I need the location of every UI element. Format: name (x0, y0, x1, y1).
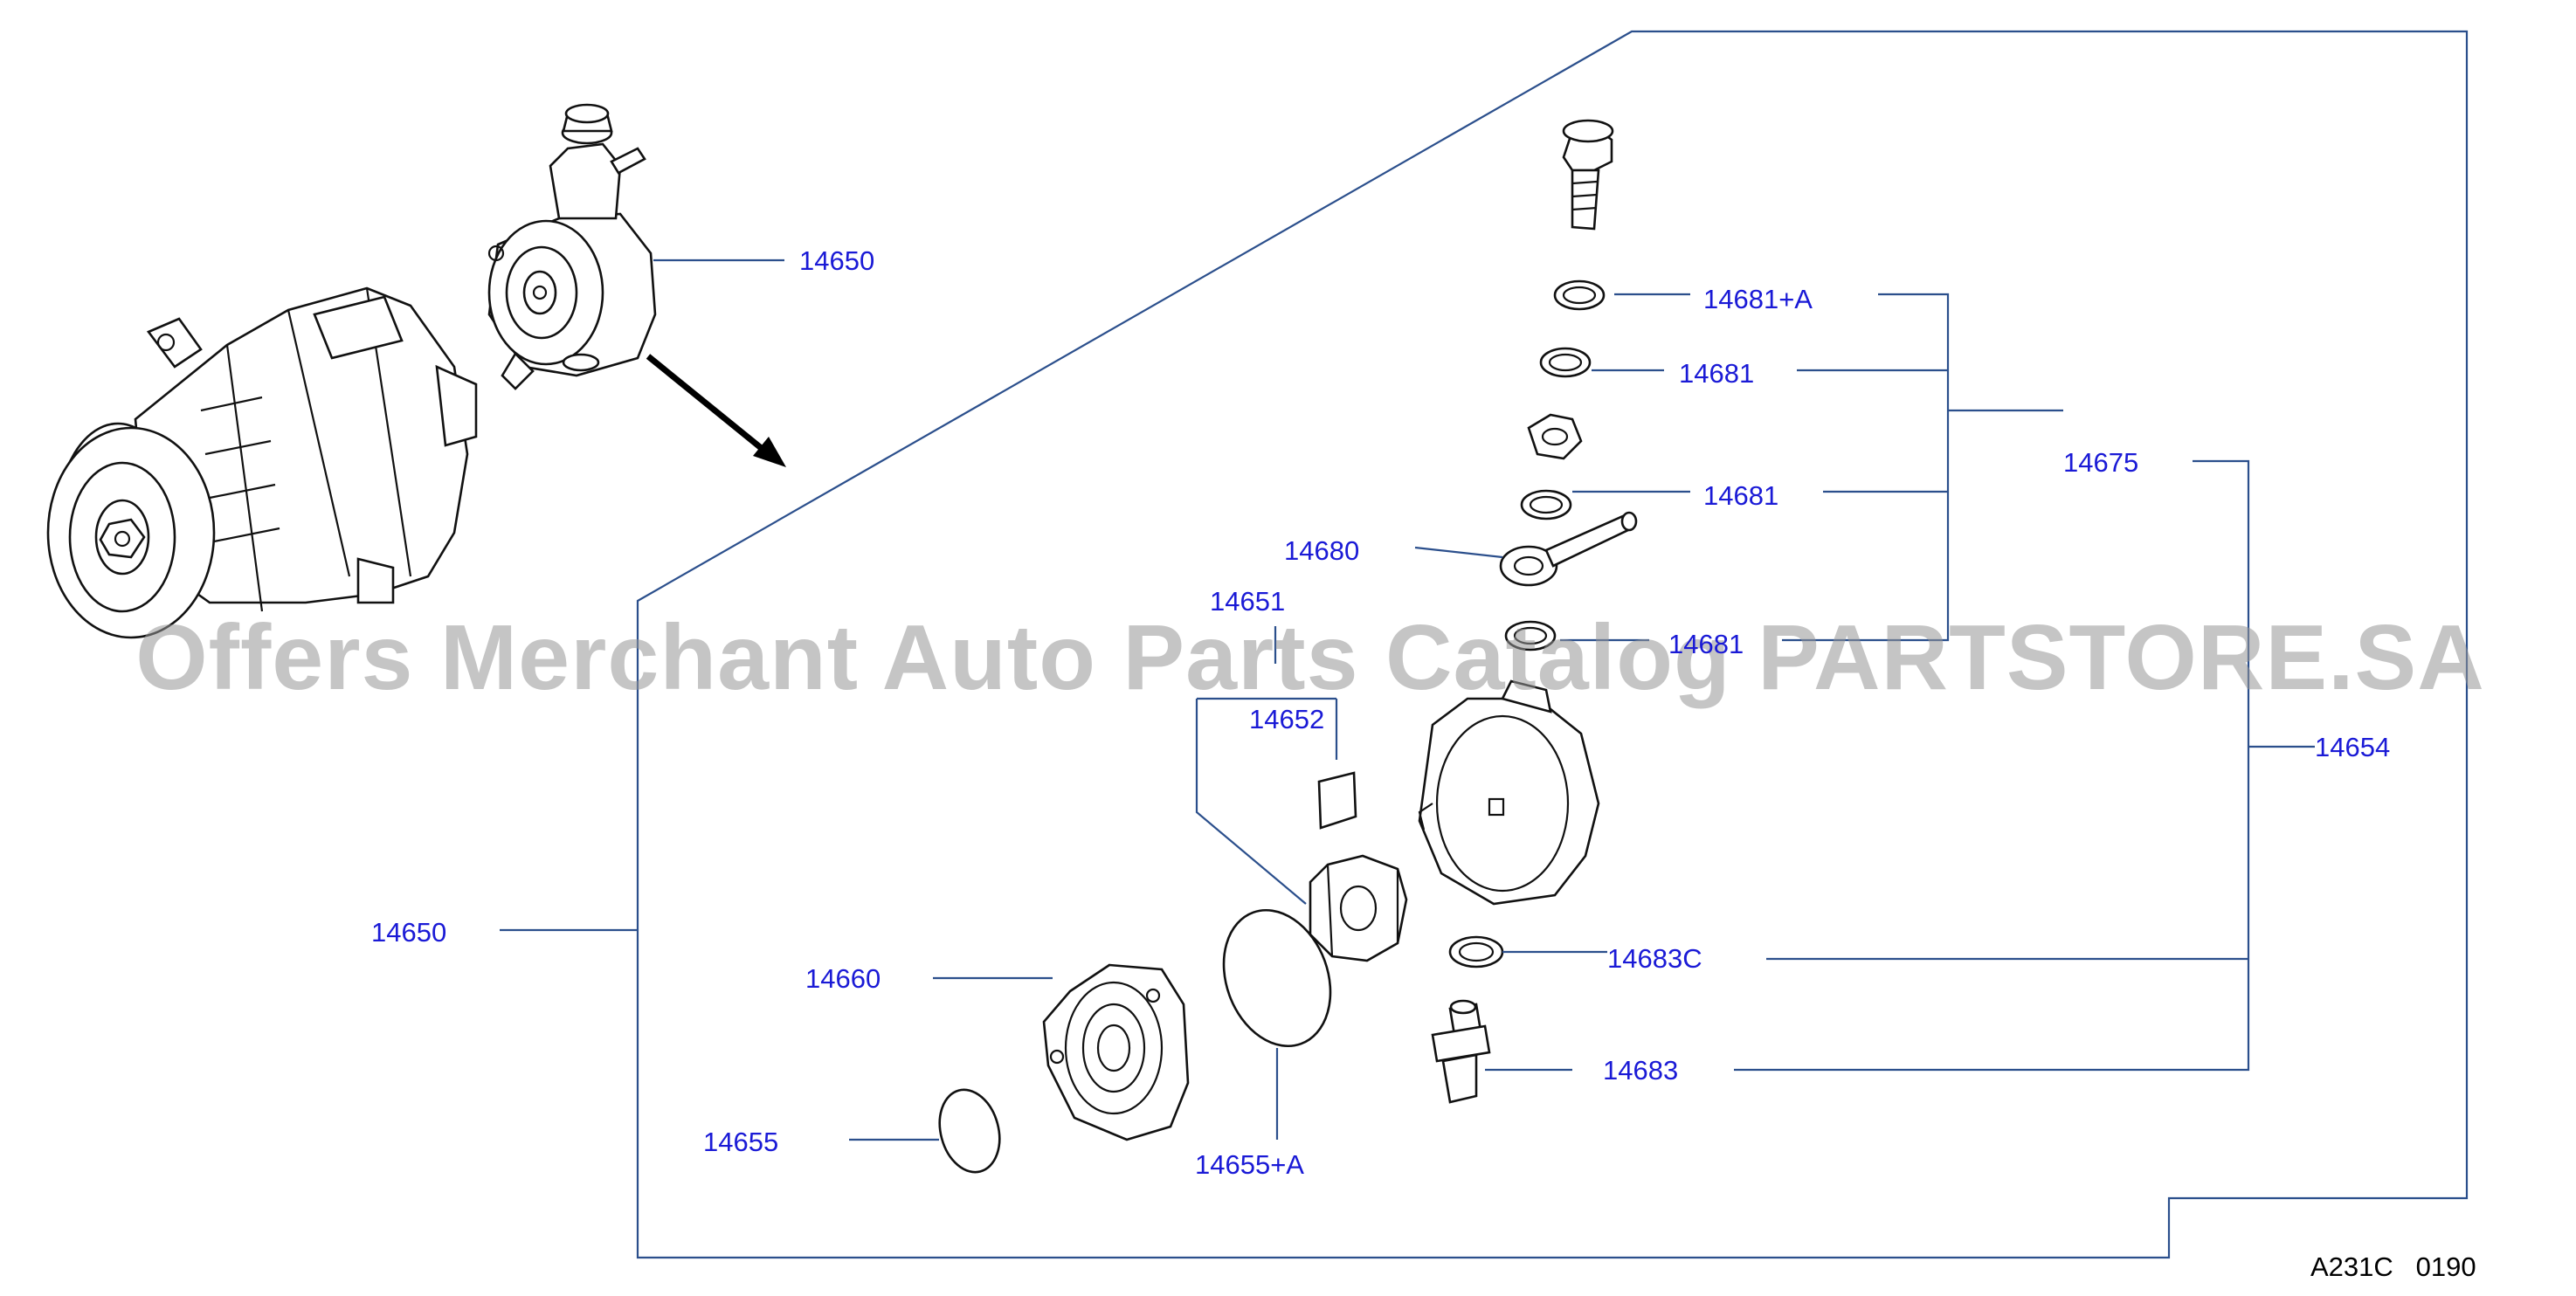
banjo-bolt-illustration (1562, 119, 1614, 231)
washer-14681-1-illustration (1539, 347, 1592, 378)
callout-14681-2[interactable]: 14681 (1703, 480, 1779, 511)
callout-14681a[interactable]: 14681+A (1703, 284, 1813, 314)
pump-housing-illustration (1418, 679, 1600, 906)
washer-14681a-illustration (1553, 279, 1606, 311)
direction-arrow (646, 354, 786, 467)
alternator-illustration (46, 286, 478, 639)
callout-14654[interactable]: 14654 (2315, 732, 2391, 762)
callout-14652[interactable]: 14652 (1249, 704, 1325, 734)
washer-14681-2-illustration (1520, 489, 1572, 520)
gasket-14655-illustration (938, 1088, 1001, 1174)
callout-14655a[interactable]: 14655+A (1195, 1149, 1304, 1180)
exploded-view-frame (636, 30, 2469, 1259)
cover-plate-illustration (1042, 963, 1190, 1141)
banjo-fitting-illustration (1499, 511, 1638, 587)
washer-14683c-illustration (1448, 935, 1504, 969)
callout-14680[interactable]: 14680 (1284, 535, 1360, 566)
callout-14683[interactable]: 14683 (1603, 1055, 1679, 1086)
callout-14675[interactable]: 14675 (2063, 447, 2139, 478)
gasket-14655a-illustration (1222, 908, 1332, 1048)
washer-14681-3-illustration (1504, 620, 1557, 651)
vane-illustration (1317, 771, 1357, 830)
rotor-illustration (1309, 854, 1408, 962)
callout-14650-top[interactable]: 14650 (799, 245, 875, 276)
callout-14651[interactable]: 14651 (1210, 586, 1286, 617)
callout-14650-left[interactable]: 14650 (371, 917, 447, 948)
vacuum-pump-assembly-illustration (487, 103, 657, 390)
callout-14655[interactable]: 14655 (703, 1127, 779, 1157)
callout-14660[interactable]: 14660 (805, 963, 881, 994)
leader-lines (500, 259, 2315, 1141)
callout-14681-1[interactable]: 14681 (1679, 358, 1755, 389)
nipple-illustration (1431, 999, 1491, 1104)
diagram-code: A231C 0190 (2310, 1251, 2476, 1282)
watermark-text: Offers Merchant Auto Parts Catalog PARTS… (135, 606, 2485, 709)
nut-illustration (1527, 413, 1583, 460)
callout-14681-3[interactable]: 14681 (1668, 629, 1744, 659)
callout-14683c[interactable]: 14683C (1607, 943, 1702, 974)
